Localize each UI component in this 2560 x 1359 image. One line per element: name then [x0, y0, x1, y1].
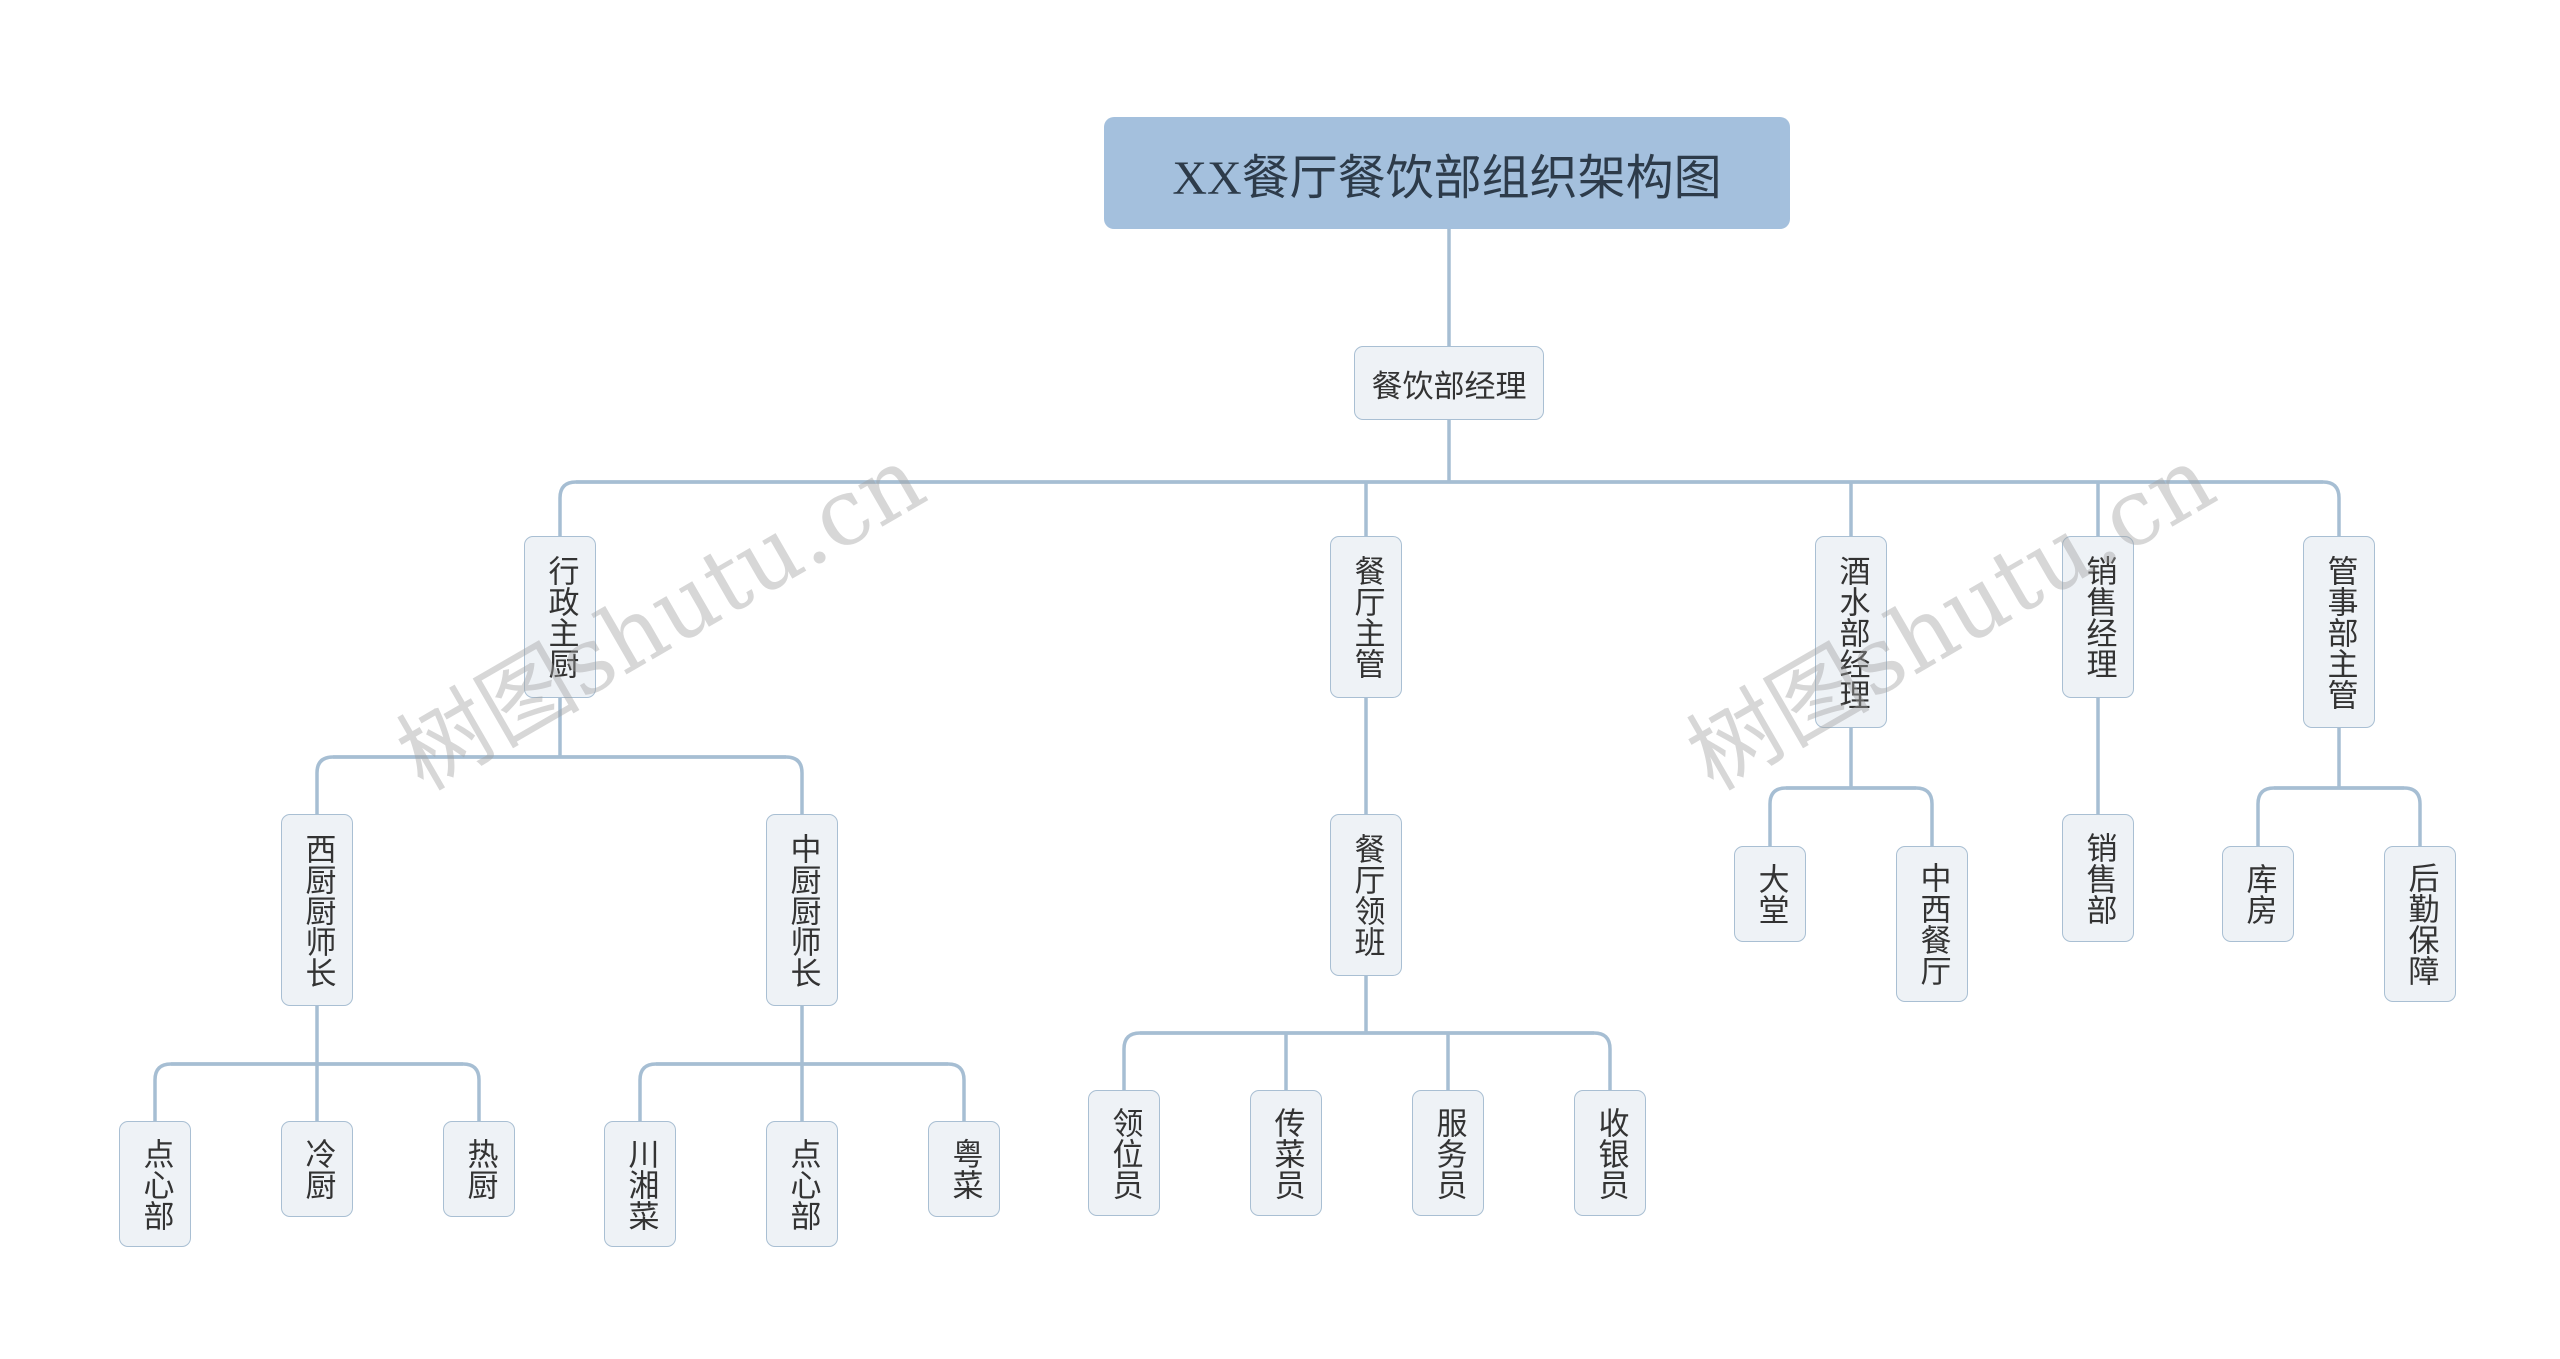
chart-title[interactable]: XX餐厅餐饮部组织架构图 — [1104, 117, 1790, 229]
line-steward-branch-0 — [2256, 786, 2339, 846]
node-restaurant-supervisor[interactable]: 餐厅主管 — [1330, 536, 1402, 698]
node-exec-chef[interactable]: 行政主厨 — [524, 536, 596, 698]
line-exec-branch-0 — [315, 755, 560, 814]
line-chinese-branch-2 — [802, 1062, 966, 1121]
node-chinese-head-chef[interactable]: 中厨厨师长 — [766, 814, 838, 1006]
node-logistics[interactable]: 后勤保障 — [2384, 846, 2456, 1002]
line-captain-branch-3 — [1366, 1031, 1612, 1090]
node-waiter[interactable]: 服务员 — [1412, 1090, 1484, 1216]
node-restaurant-captain[interactable]: 餐厅领班 — [1330, 814, 1402, 976]
node-western-head-chef[interactable]: 西厨厨师长 — [281, 814, 353, 1006]
node-sichuan-hunan[interactable]: 川湘菜 — [604, 1121, 676, 1247]
node-sales-dept[interactable]: 销售部 — [2062, 814, 2134, 942]
node-sales-manager[interactable]: 销售经理 — [2062, 536, 2134, 698]
node-cashier[interactable]: 收银员 — [1574, 1090, 1646, 1216]
node-warehouse[interactable]: 库房 — [2222, 846, 2294, 942]
line-western-branch-2 — [317, 1062, 481, 1121]
node-hot-kitchen[interactable]: 热厨 — [443, 1121, 515, 1217]
node-lobby[interactable]: 大堂 — [1734, 846, 1806, 942]
node-fb-manager[interactable]: 餐饮部经理 — [1354, 346, 1544, 420]
node-cold-kitchen[interactable]: 冷厨 — [281, 1121, 353, 1217]
node-runner[interactable]: 传菜员 — [1250, 1090, 1322, 1216]
node-steward-supervisor[interactable]: 管事部主管 — [2303, 536, 2375, 728]
node-cantonese[interactable]: 粤菜 — [928, 1121, 1000, 1217]
line-captain-branch-0 — [1122, 1031, 1366, 1090]
node-hostess[interactable]: 领位员 — [1088, 1090, 1160, 1216]
node-chinese-pastry[interactable]: 点心部 — [766, 1121, 838, 1247]
line-bar-branch-0 — [1768, 786, 1851, 846]
line-manager-branch-0 — [558, 480, 1449, 536]
node-bar-manager[interactable]: 酒水部经理 — [1815, 536, 1887, 728]
line-chinese-branch-0 — [638, 1062, 802, 1121]
line-manager-branch-4 — [1449, 480, 2341, 536]
line-exec-branch-1 — [560, 755, 804, 814]
node-west-pastry[interactable]: 点心部 — [119, 1121, 191, 1247]
line-bar-branch-1 — [1851, 786, 1934, 846]
line-steward-branch-1 — [2339, 786, 2422, 846]
line-western-branch-0 — [153, 1062, 317, 1121]
node-western-restaurant[interactable]: 中西餐厅 — [1896, 846, 1968, 1002]
